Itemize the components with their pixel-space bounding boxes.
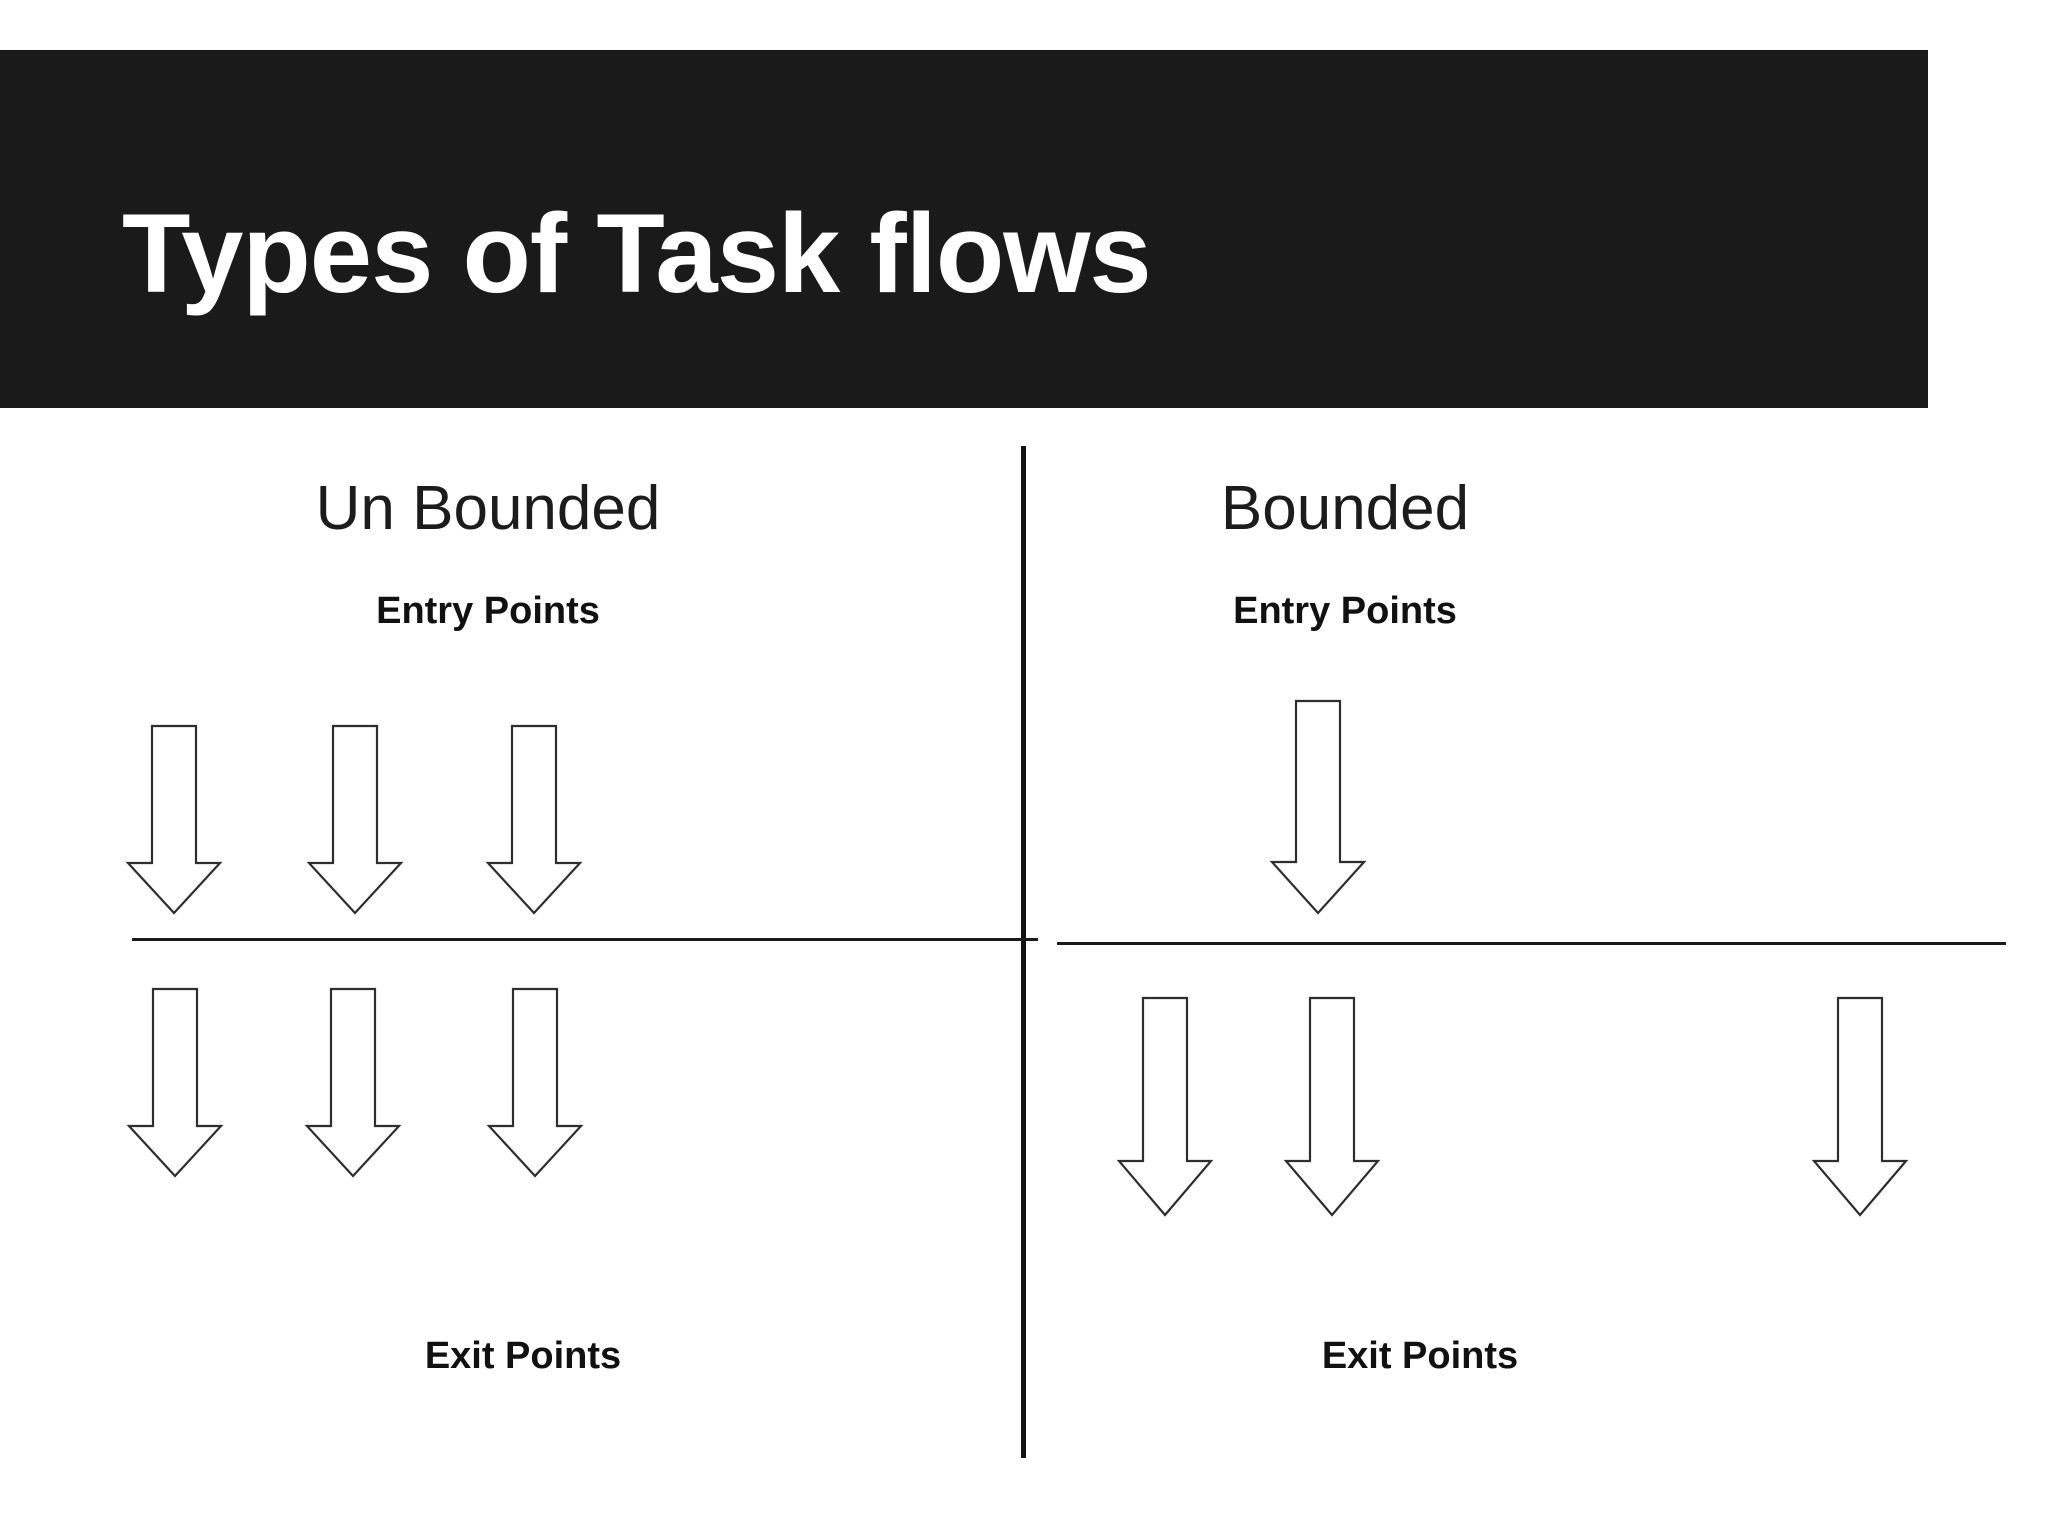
boundary-rule-bounded [1057, 942, 2006, 945]
exit-points-label-bounded: Exit Points [1321, 1335, 1519, 1377]
exit-arrow-bounded-1 [1116, 996, 1214, 1217]
entry-arrow-unbounded-1 [125, 724, 223, 915]
entry-arrow-unbounded-2 [306, 724, 404, 915]
exit-arrow-unbounded-3 [486, 987, 584, 1178]
exit-arrow-bounded-2 [1283, 996, 1381, 1217]
entry-points-label-bounded: Entry Points [1233, 590, 1457, 632]
exit-arrow-bounded-3 [1811, 996, 1909, 1217]
exit-arrow-unbounded-2 [304, 987, 402, 1178]
exit-points-label-unbounded: Exit Points [424, 1335, 622, 1377]
page-title: Types of Task flows [122, 191, 1152, 316]
exit-arrow-unbounded-1 [126, 987, 224, 1178]
column-title-unbounded: Un Bounded [315, 474, 661, 543]
boundary-rule-unbounded [132, 938, 1038, 941]
column-title-bounded: Bounded [1220, 474, 1470, 543]
entry-arrow-unbounded-3 [485, 724, 583, 915]
column-divider [1021, 446, 1026, 1458]
title-banner: Types of Task flows [0, 50, 1928, 408]
entry-arrow-bounded-1 [1269, 699, 1367, 915]
entry-points-label-unbounded: Entry Points [376, 590, 600, 632]
